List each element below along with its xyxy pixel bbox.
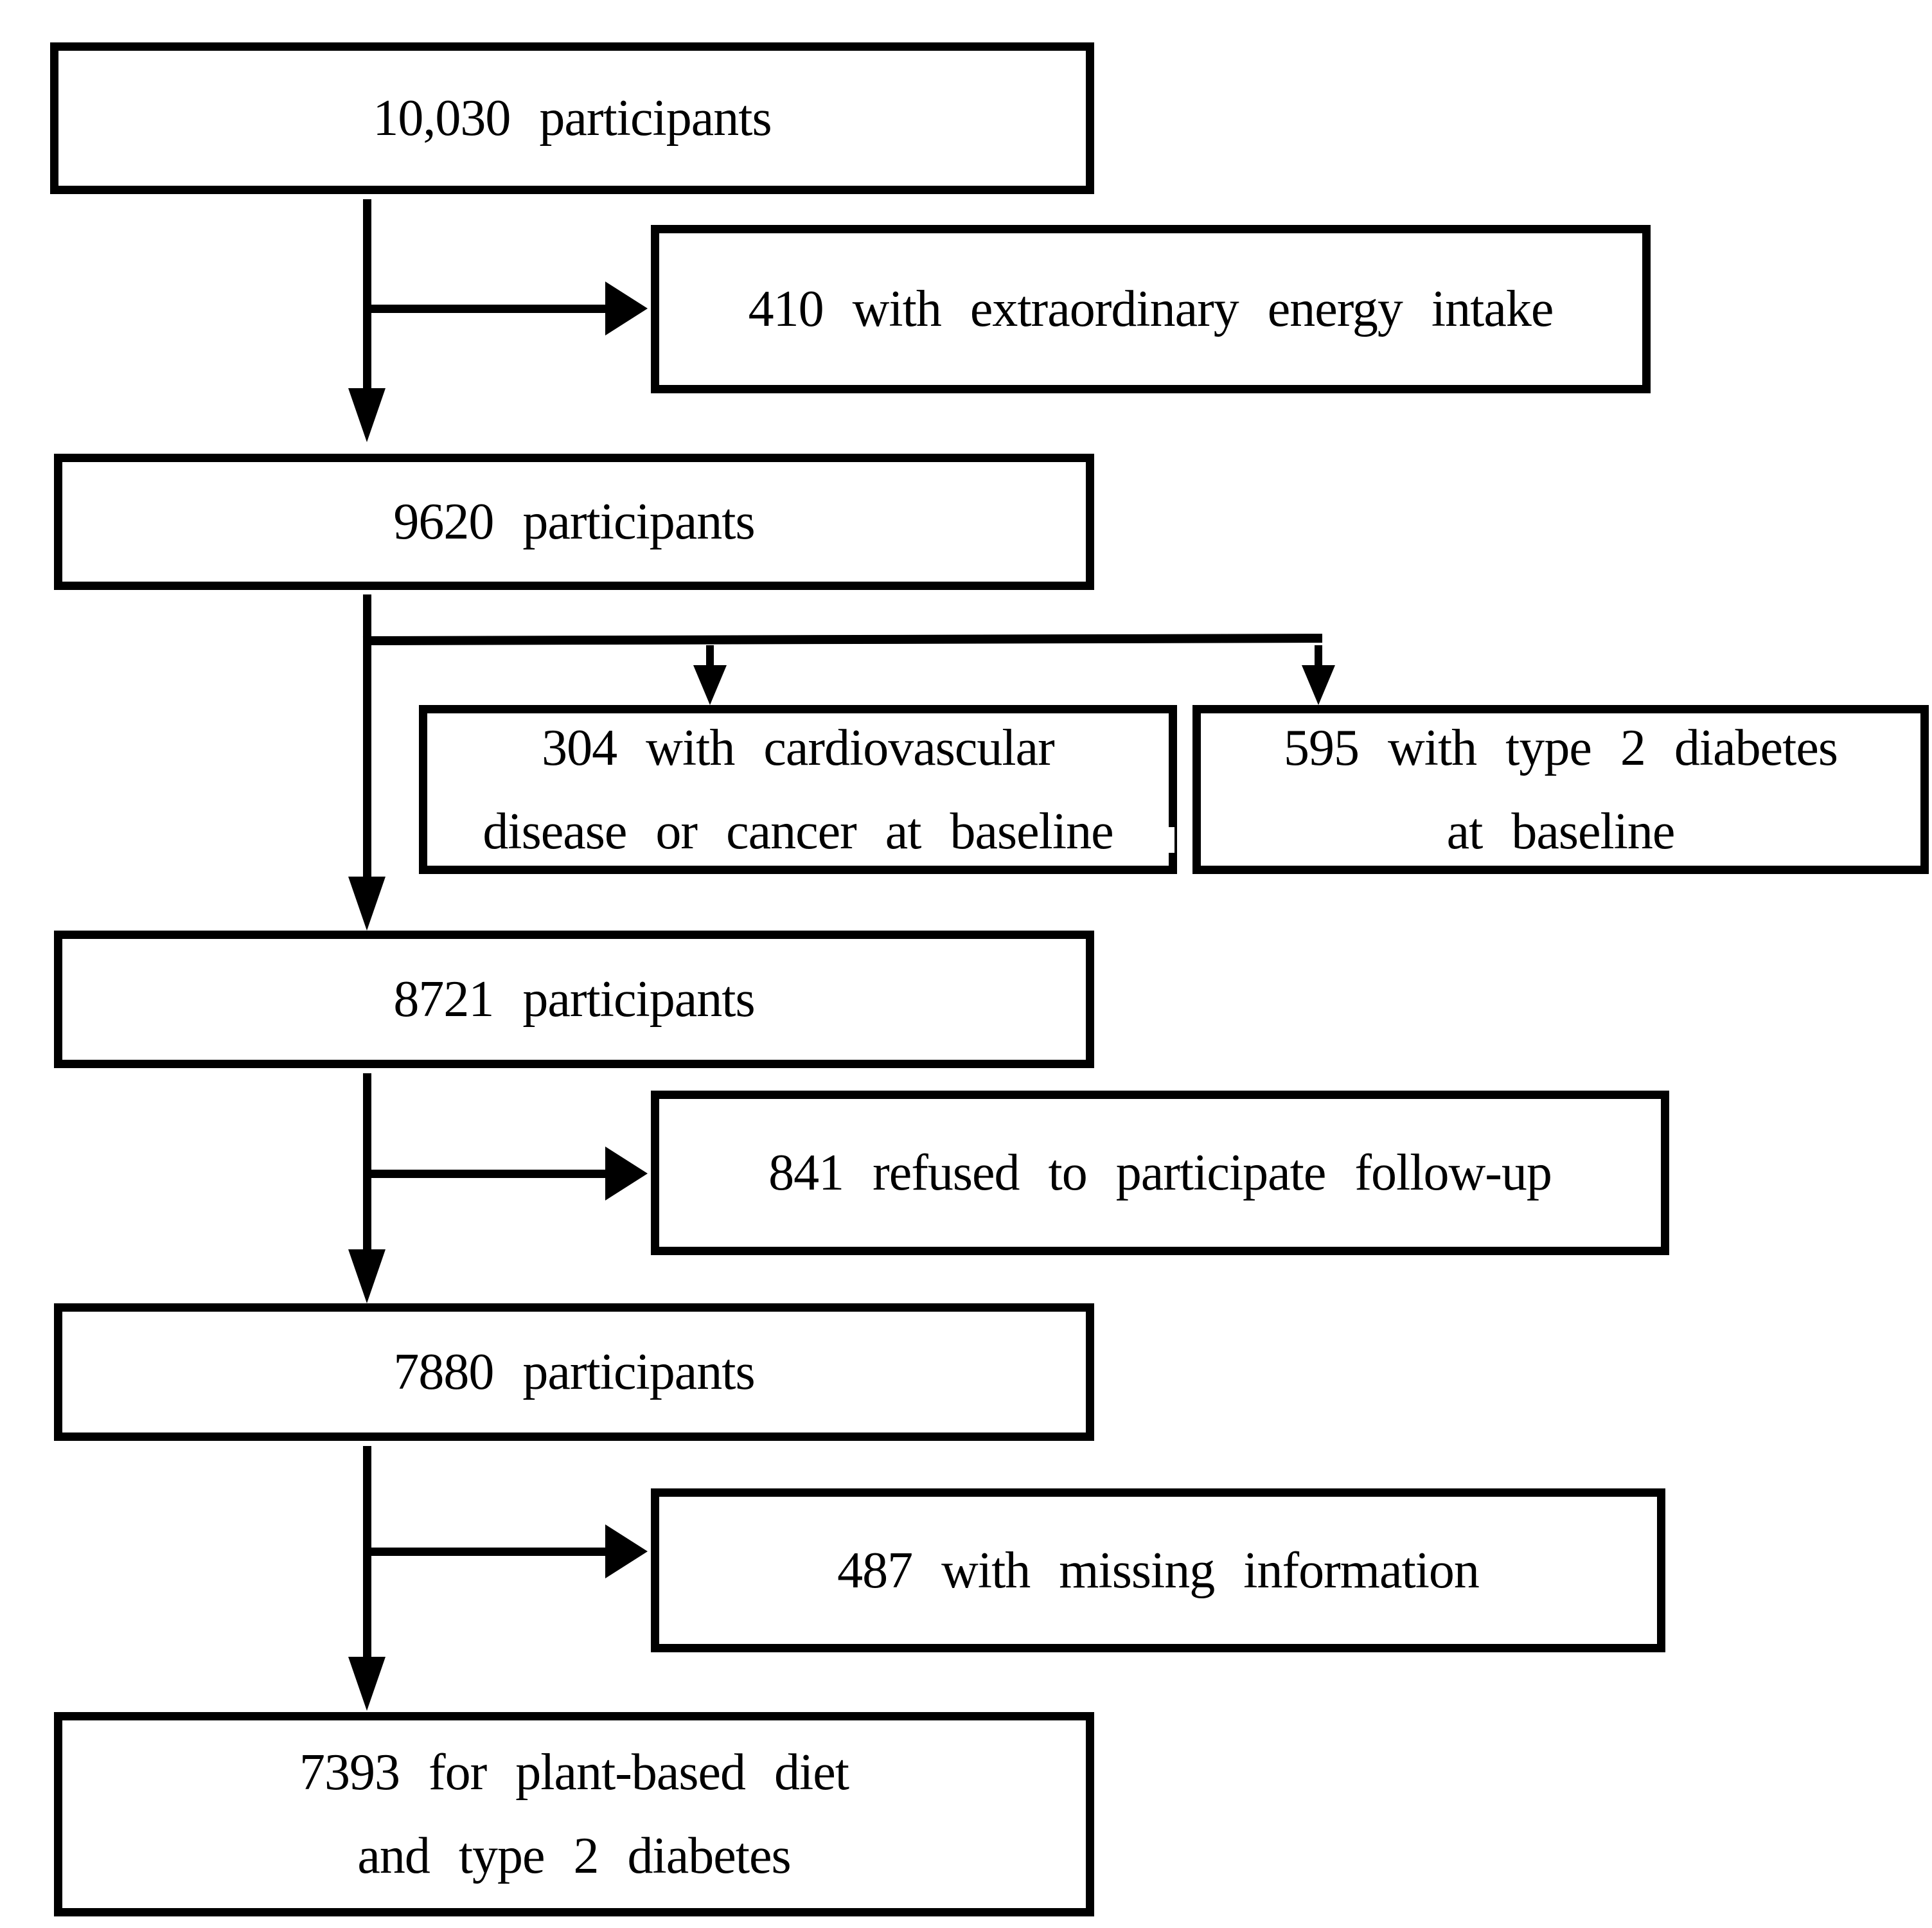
- branch-line-487: [363, 1548, 607, 1556]
- arrowhead-right-icon: [605, 281, 648, 335]
- flow-line-1: [363, 199, 371, 388]
- box-7393-final: 7393 for plant-based diet and type 2 dia…: [54, 1712, 1094, 1916]
- arrowhead-down-icon: [693, 665, 727, 705]
- box-304-line1: 304 with cardiovascular: [542, 719, 1055, 776]
- branch-line-double: [362, 634, 1323, 645]
- branch-line-410: [363, 305, 607, 313]
- box-304-line2: disease or cancer at baseline: [483, 803, 1113, 860]
- flow-line-2: [363, 594, 371, 877]
- flow-line-3: [363, 1073, 371, 1249]
- box-304-excluded: 304 with cardiovascular disease or cance…: [419, 705, 1177, 874]
- box-7393-line2: and type 2 diabetes: [357, 1828, 791, 1884]
- arrowhead-down-icon: [1302, 665, 1335, 705]
- arrowhead-down-icon: [348, 1657, 386, 1711]
- box-10030-participants: 10,030 participants: [50, 42, 1094, 194]
- box-7393-line1: 7393 for plant-based diet: [299, 1744, 849, 1801]
- box-841-excluded: 841 refused to participate follow-up: [651, 1091, 1669, 1255]
- box-487-label: 487 with missing information: [837, 1542, 1480, 1599]
- branch-line-841: [363, 1170, 607, 1178]
- box-841-label: 841 refused to participate follow-up: [768, 1145, 1552, 1201]
- box-595-line1: 595 with type 2 diabetes: [1283, 719, 1838, 776]
- arrowhead-right-icon: [605, 1147, 648, 1201]
- box-595-line2: at baseline: [1446, 803, 1676, 860]
- arrowhead-down-icon: [348, 1249, 386, 1303]
- border-notch-artifact: [1160, 827, 1174, 853]
- box-9620-label: 9620 participants: [393, 494, 755, 550]
- box-595-excluded: 595 with type 2 diabetes at baseline: [1192, 705, 1929, 874]
- box-7880-label: 7880 participants: [393, 1344, 755, 1400]
- branch-drop-304: [706, 645, 714, 666]
- arrowhead-down-icon: [348, 388, 386, 442]
- arrowhead-down-icon: [348, 877, 386, 931]
- arrowhead-right-icon: [605, 1524, 648, 1578]
- box-9620-participants: 9620 participants: [54, 454, 1094, 590]
- box-410-label: 410 with extraordinary energy intake: [748, 281, 1554, 337]
- box-7880-participants: 7880 participants: [54, 1303, 1094, 1441]
- box-10030-label: 10,030 participants: [373, 90, 772, 147]
- box-8721-participants: 8721 participants: [54, 931, 1094, 1068]
- box-8721-label: 8721 participants: [393, 971, 755, 1028]
- box-487-excluded: 487 with missing information: [651, 1488, 1665, 1652]
- box-410-excluded: 410 with extraordinary energy intake: [651, 225, 1651, 393]
- branch-drop-595: [1315, 645, 1322, 666]
